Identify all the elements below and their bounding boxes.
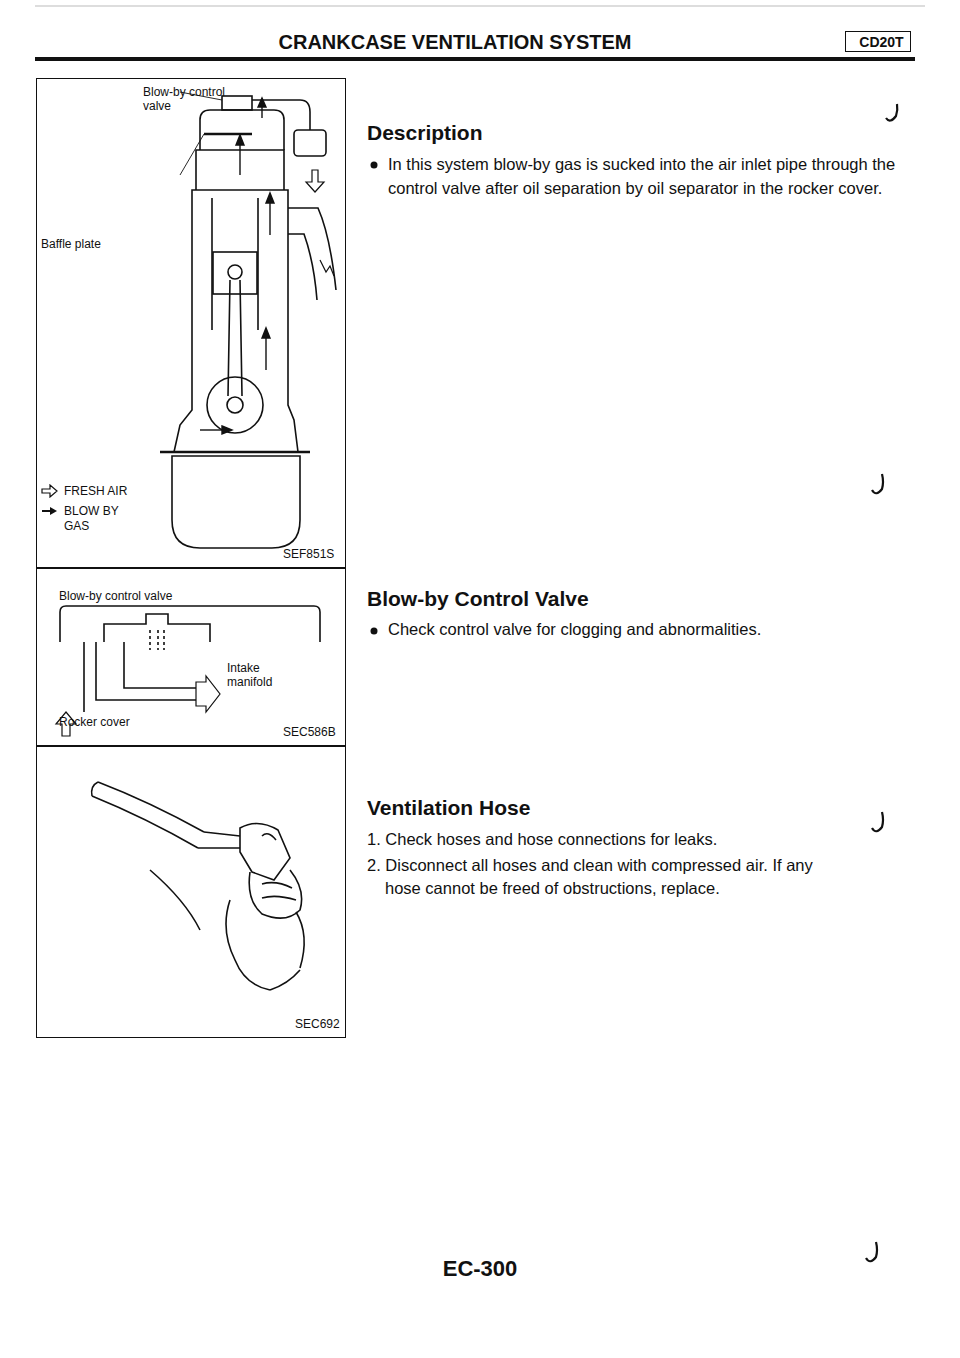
engine-illustration [228,265,242,279]
body-text: In this system blow-by gas is sucked int… [388,153,903,201]
bullet-dot [371,162,378,169]
figure-code: SEC692 [295,1017,345,1031]
blow-by-arrow [266,193,274,203]
solid-arrow-sample [40,504,60,518]
hollow-arrow [42,485,57,497]
part-name: Baffle plate [41,237,121,251]
page-number: EC-300 [380,1256,580,1282]
hose-cleaning-illustration [198,832,240,848]
blow-by-arrow [258,98,266,107]
legend-text: FRESH AIR [64,484,134,498]
engine-illustration [160,92,336,548]
valve-schematic [196,676,220,712]
engine-illustration [294,130,326,156]
engine-illustration [204,133,252,136]
solid-arrow [50,507,57,515]
part-name: Rocker cover [59,715,179,729]
section-heading: Ventilation Hose [367,795,767,820]
valve-schematic [56,606,320,736]
check-mark [866,1242,877,1261]
engine-illustration [207,377,263,433]
valve-schematic [104,614,210,642]
blow-by-arrow [239,142,240,175]
blow-by-arrow [265,335,266,370]
blow-by-arrow [236,135,244,145]
hose-cleaning-illustration [262,883,296,900]
check-mark [866,104,897,1261]
part-name: Blow-by control valve [59,589,219,603]
engine-code: CD20T [850,34,913,51]
arrow-legend: FRESH AIR BLOW BY GAS [40,484,134,539]
hose-cleaning-illustration [92,782,305,990]
hose-cleaning-illustration [262,834,276,840]
valve-schematic [150,630,164,650]
blow-by-arrow [222,426,232,434]
hollow-arrow-sample [40,484,60,498]
engine-illustration [320,260,334,276]
figure-frame: SEC692 [36,746,346,1038]
title-rule [35,6,925,61]
page-title: CRANKCASE VENTILATION SYSTEM [200,30,710,54]
engine-illustration [200,110,284,150]
section-heading: Description [367,120,767,145]
part-name: Intake manifold [227,661,287,690]
engine-illustration [212,198,258,330]
engine-illustration [306,170,324,192]
bullet-dot [371,162,378,635]
blow-by-arrow [200,98,274,434]
figure-code: SEC586B [283,725,343,739]
check-mark [872,474,883,493]
legend-entry: FRESH AIR [40,484,134,498]
check-mark [886,104,897,121]
engine-illustration [222,96,252,110]
check-mark [872,812,883,831]
blow-by-arrow [200,429,225,430]
hose-cleaning-illustration [270,912,304,990]
title-rule [35,57,915,61]
bullet-dot [371,628,378,635]
valve-schematic [84,642,196,712]
engine-illustration [192,190,288,360]
engine-illustration [213,252,257,294]
hose-cleaning-illustration [150,870,270,990]
engine-illustration [174,360,298,452]
title-rule [35,6,925,7]
engine-illustration [228,280,242,396]
solid-arrow [42,510,51,512]
legend-entry: BLOW BY GAS [40,504,134,533]
engine-illustration [172,456,300,548]
engine-illustration [180,134,204,175]
engine-code-box: CD20T [845,31,911,52]
engine-illustration [227,397,243,413]
part-name: Blow-by control valve [143,85,243,114]
hose-cleaning-illustration [92,782,98,796]
body-text: Check control valve for clogging and abn… [388,620,903,640]
hose-cleaning-illustration [249,870,301,918]
figure-frame: Blow-by control valveIntake manifoldRock… [36,568,346,746]
figure-code: SEF851S [283,547,343,561]
valve-schematic [60,606,320,642]
blow-by-arrow [269,200,270,235]
step-text: 2. Disconnect all hoses and clean with c… [367,854,815,900]
legend-text: BLOW BY GAS [64,504,134,533]
engine-illustration [288,208,336,300]
engine-illustration [160,451,310,453]
section-heading: Blow-by Control Valve [367,586,767,611]
step-text: 1. Check hoses and hose connections for … [367,830,867,850]
hose-cleaning-illustration [240,823,290,880]
hose-cleaning-illustration [92,782,204,848]
blow-by-arrow [262,328,270,338]
